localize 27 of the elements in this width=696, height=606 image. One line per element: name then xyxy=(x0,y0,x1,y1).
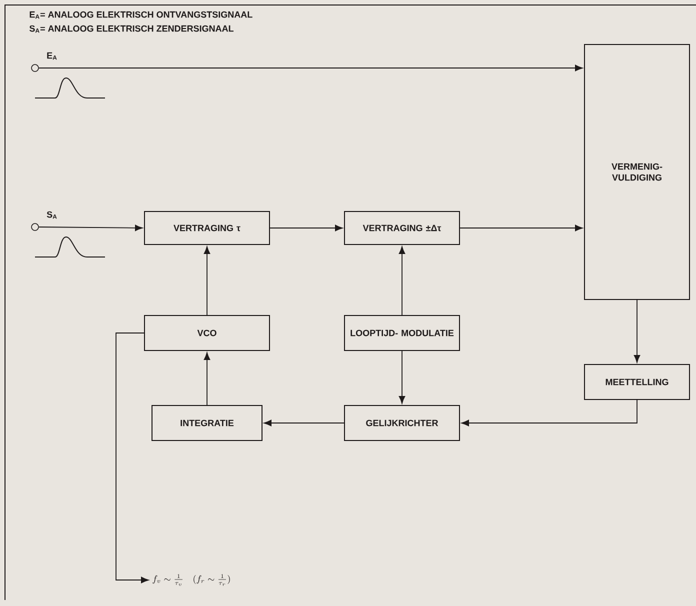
process-box: GELIJKRICHTER xyxy=(344,405,460,441)
arrow xyxy=(460,224,583,232)
process-box: VERMENIG- VULDIGING xyxy=(584,44,690,300)
terminal-circle xyxy=(31,223,39,231)
arrow xyxy=(116,332,149,584)
arrow xyxy=(398,246,406,316)
process-box: VCO xyxy=(144,315,270,351)
formula-text: $f_v \sim \frac{1}{\tau_v} \quad (f_r \sim \frac{1}{\tau_r})$ xyxy=(152,574,230,586)
process-box: VERTRAGING ±Δτ xyxy=(344,211,460,245)
arrow xyxy=(38,224,143,232)
arrow xyxy=(204,246,210,316)
process-box: VERTRAGING τ xyxy=(144,211,270,245)
terminal-circle xyxy=(31,64,39,72)
arrow xyxy=(38,64,583,72)
arrow xyxy=(461,400,638,426)
process-box: INTEGRATIE xyxy=(152,405,262,441)
terminal-label: S$_{A}$ xyxy=(46,211,57,219)
legend-text: E$_{A}$= ANALOOG ELEKTRISCH ONTVANGSTSIGNAAL xyxy=(30,11,252,19)
terminal-label: E$_{A}$ xyxy=(47,52,57,60)
arrow xyxy=(634,300,640,363)
process-box: LOOPTIJD- MODULATIE xyxy=(344,315,460,351)
arrow xyxy=(264,420,344,426)
arrow xyxy=(398,350,406,404)
arrow xyxy=(204,352,210,406)
legend-text: S$_{A}$= ANALOOG ELEKTRISCH ZENDERSIGNAAL xyxy=(29,25,234,33)
arrow xyxy=(270,224,343,232)
process-box: MEETTELLING xyxy=(584,364,690,400)
